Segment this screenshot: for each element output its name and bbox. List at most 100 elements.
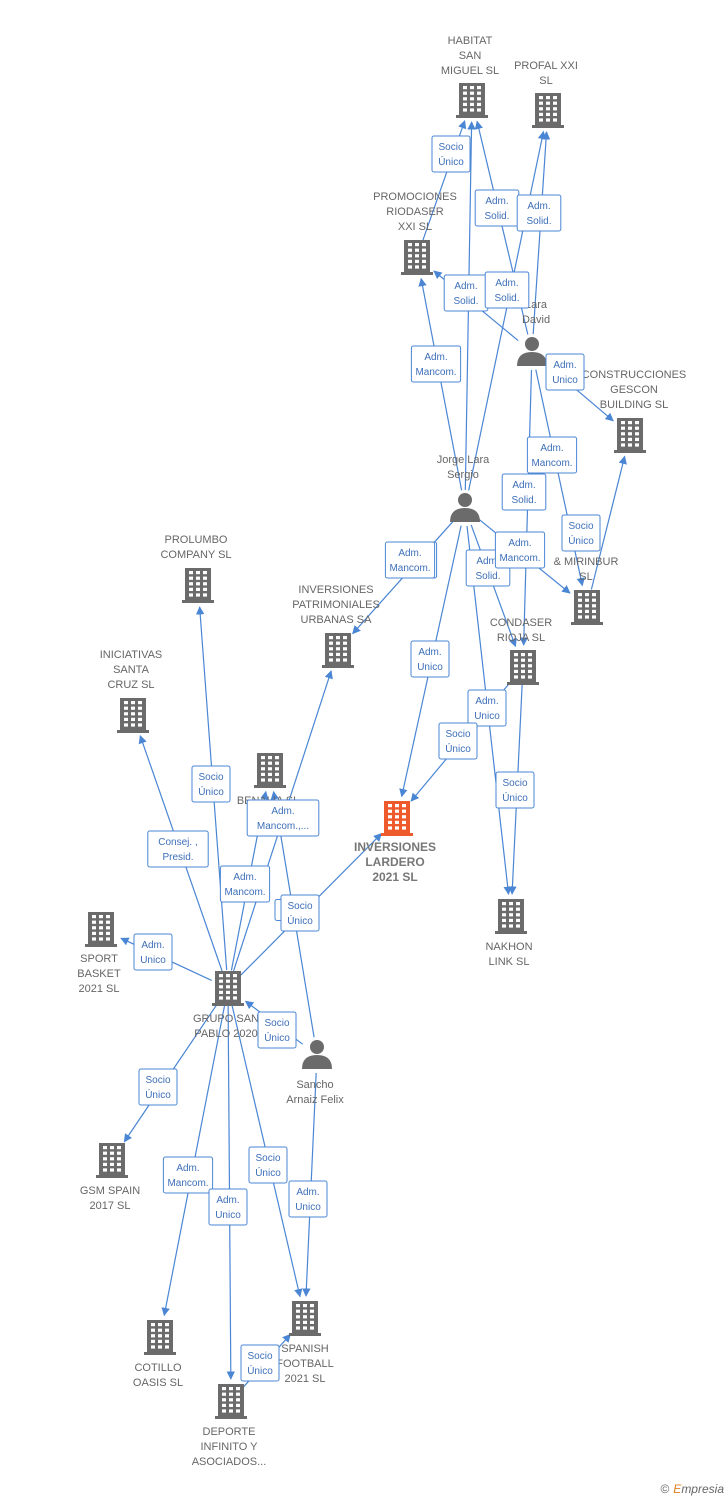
edge-tag[interactable]: Adm.Solid. — [516, 194, 562, 232]
building-window — [502, 924, 506, 928]
building-window — [158, 1345, 162, 1349]
edge-tag-box — [384, 541, 436, 579]
edge-tag[interactable]: Adm.Mancom. — [494, 531, 546, 569]
edge-tag-box — [133, 933, 173, 971]
edge-tag[interactable]: Adm.Mancom. — [410, 345, 462, 383]
building-window — [329, 647, 333, 651]
edge-tag[interactable]: Adm.Unico — [545, 353, 585, 391]
building-window — [415, 243, 419, 247]
building-window — [261, 761, 265, 765]
building-window — [124, 706, 128, 710]
node-benalia[interactable]: BENALIA SL — [237, 753, 299, 807]
building-window — [395, 820, 399, 824]
building-window — [131, 712, 135, 716]
edge-tag[interactable]: Adm.Unico — [288, 1180, 328, 1218]
edge-tag[interactable]: Consej. ,Presid. — [147, 830, 209, 868]
building-window — [329, 636, 333, 640]
edge-tag[interactable]: Adm.Solid. — [501, 473, 547, 511]
building-window — [110, 1157, 114, 1161]
edge-tag[interactable]: Adm.Unico — [208, 1188, 248, 1226]
building-window — [463, 97, 467, 101]
building-window — [229, 1398, 233, 1402]
building-window — [158, 1334, 162, 1338]
building-icon — [401, 240, 433, 275]
person-icon — [450, 493, 480, 522]
edge-tag-text: Solid. — [475, 571, 500, 582]
building-window — [236, 1403, 240, 1407]
edge-tag[interactable]: Adm.Mancom. — [219, 865, 271, 903]
building-window — [553, 107, 557, 111]
edge-tag-text: Solid. — [494, 293, 519, 304]
edge-tag[interactable]: Adm.Mancom. — [162, 1156, 214, 1194]
node-label: 2017 SL — [90, 1200, 131, 1212]
building-base — [614, 450, 646, 453]
edge-tag[interactable]: Adm.Mancom. — [526, 436, 578, 474]
building-window — [131, 723, 135, 727]
edge-tag[interactable]: Adm.Solid. — [443, 274, 489, 312]
building-window — [103, 1162, 107, 1166]
edge-tag-text: Único — [568, 534, 594, 547]
edge-tag[interactable]: Adm.Mancom.,... — [246, 799, 320, 837]
building-window — [158, 1323, 162, 1327]
building-window — [165, 1323, 169, 1327]
building-window — [222, 1387, 226, 1391]
building-window — [539, 118, 543, 122]
node-label: INICIATIVAS — [100, 649, 163, 661]
building-window — [275, 772, 279, 776]
building-window — [92, 937, 96, 941]
building-window — [222, 1398, 226, 1402]
edge-tag-box — [410, 640, 450, 678]
building-window — [106, 915, 110, 919]
building-window — [226, 985, 230, 989]
building-window — [268, 772, 272, 776]
edge-tag-text: Unico — [215, 1210, 241, 1221]
building-window — [521, 664, 525, 668]
edge-tag[interactable]: Adm.Solid. — [474, 189, 520, 227]
edge-tag[interactable]: Adm.Unico — [133, 933, 173, 971]
edge-tag[interactable]: Adm.Solid. — [484, 271, 530, 309]
node-label: SPANISH — [281, 1343, 329, 1355]
building-window — [229, 1403, 233, 1407]
edge-tag[interactable]: Adm.Unico — [467, 689, 507, 727]
building-window — [578, 598, 582, 602]
building-window — [268, 778, 272, 782]
edge-tag-text: Único — [445, 742, 471, 755]
building-window — [103, 1151, 107, 1155]
edge-tag-text: Socio — [247, 1351, 272, 1362]
building-window — [219, 979, 223, 983]
building-window — [151, 1345, 155, 1349]
edge-tag[interactable]: Adm.Unico — [410, 640, 450, 678]
building-window — [553, 101, 557, 105]
edge-tag[interactable]: Adm.Mancom. — [384, 541, 436, 579]
